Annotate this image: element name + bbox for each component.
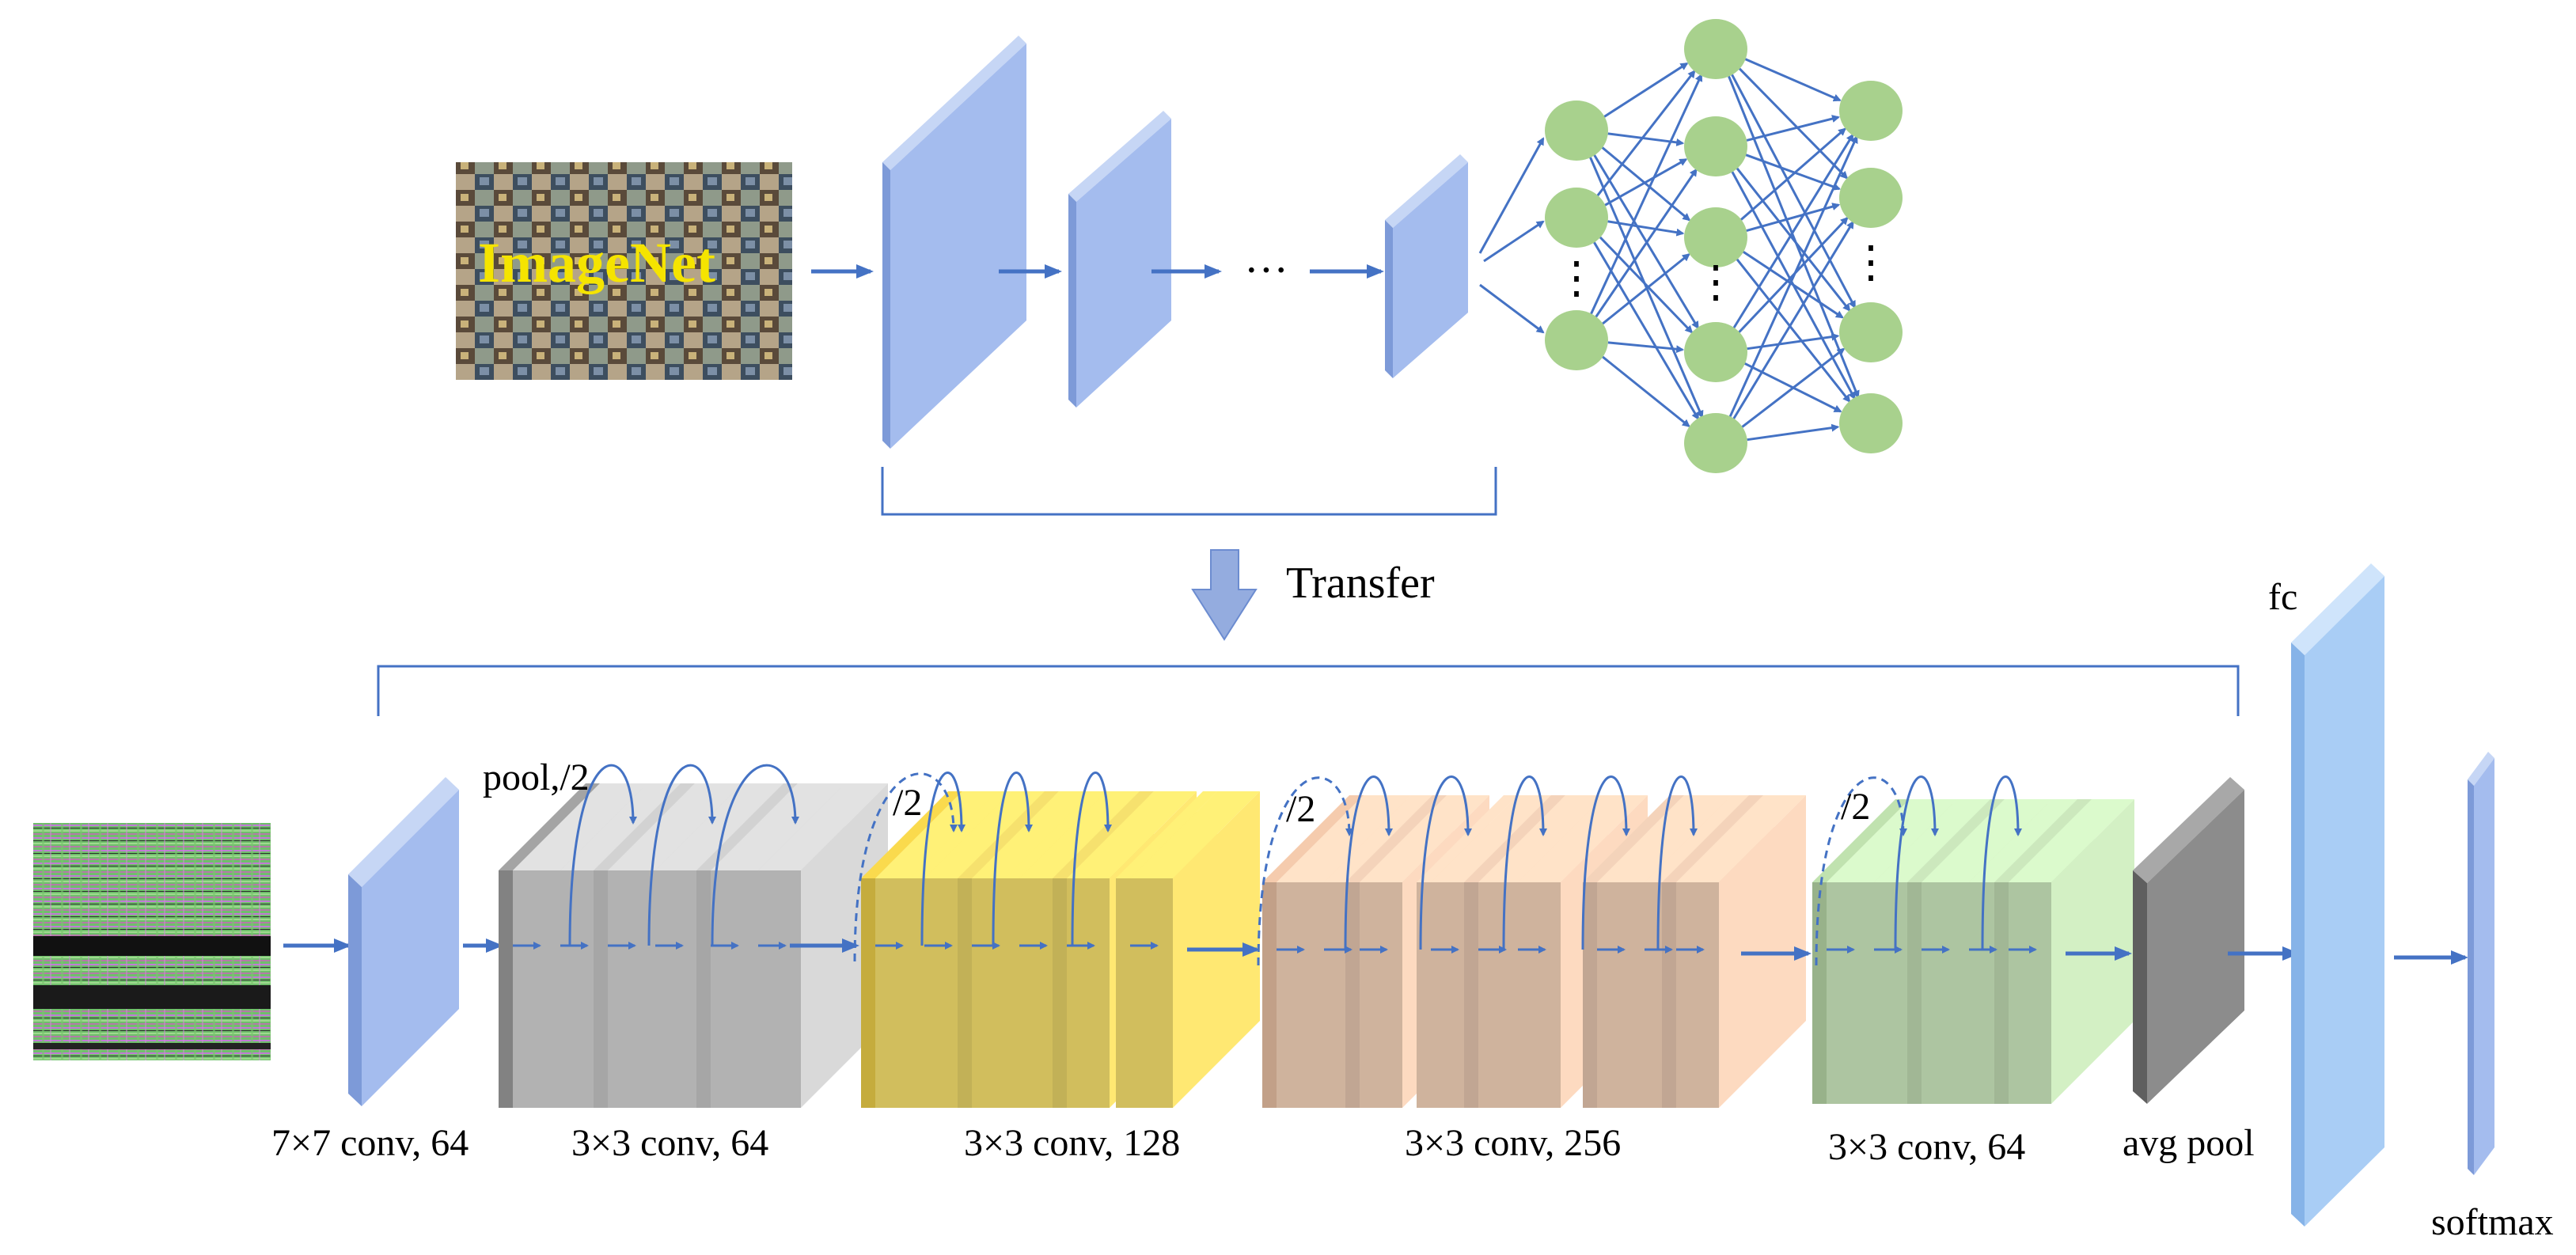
net-edge-1-1-1 [1745, 154, 1842, 191]
neuron-2-0 [1839, 81, 1903, 141]
residual-blocks [499, 764, 2134, 1108]
block2-skip-0 [920, 772, 966, 946]
net-edge-1-4-2 [1740, 347, 1846, 429]
fc-layer [2291, 563, 2384, 1227]
net-input-arrow-1 [1483, 220, 1545, 263]
block4-downsample-skip-0 [1815, 776, 1907, 966]
neuron-1-1 [1684, 116, 1747, 176]
block3-skip-0 [1344, 775, 1393, 950]
block2-label: 3×3 conv, 128 [964, 1122, 1180, 1164]
net-edge-0-2-2 [1601, 253, 1690, 325]
block2-face-5 [1130, 791, 1260, 1108]
net-edge-0-1-2 [1607, 220, 1685, 237]
neuron-1-4 [1684, 413, 1747, 473]
imagenet-image: ImageNet [456, 162, 792, 380]
net-edge-0-1-0 [1595, 70, 1696, 198]
neuron-0-1 [1545, 188, 1608, 248]
softmax-layer [2468, 752, 2494, 1175]
conv7x7-layer [348, 777, 459, 1106]
top-conv-layer-2 [1068, 111, 1171, 408]
block5-label: avg pool [2123, 1122, 2255, 1164]
block1-label: 3×3 conv, 64 [571, 1122, 768, 1164]
transfer-label: Transfer [1286, 559, 1435, 608]
layer2-dots: ⋮ [1694, 258, 1738, 307]
net-edge-1-0-1 [1737, 66, 1849, 180]
fully-connected-nodes [1545, 19, 1903, 473]
net-edge-0-0-3 [1592, 153, 1699, 330]
net-edge-1-0-3 [1726, 73, 1860, 399]
net-edge-1-2-2 [1742, 250, 1844, 319]
net-edge-1-0-0 [1744, 58, 1842, 102]
fc-label: fc [2268, 576, 2297, 618]
block3-downsample-skip-0 [1257, 776, 1353, 966]
block4-skip-0 [1894, 775, 1939, 950]
net-edge-1-4-0 [1728, 135, 1858, 419]
block2-downsample-skip-0 [853, 772, 958, 962]
block3-label: 3×3 conv, 256 [1405, 1122, 1621, 1164]
neuron-2-1 [1839, 168, 1903, 228]
block0-label: 7×7 conv, 64 [271, 1122, 469, 1164]
net-edge-0-1-3 [1598, 235, 1694, 334]
layer3-dots: ⋮ [1849, 238, 1893, 287]
imagenet-caption: ImageNet [478, 231, 715, 294]
net-edge-1-1-0 [1746, 115, 1841, 142]
block4-skip-1 [1981, 775, 2022, 950]
net-edge-1-2-3 [1735, 257, 1851, 403]
net-edge-1-0-2 [1729, 72, 1857, 309]
top-conv-layer-3 [1385, 154, 1468, 378]
block2-skip-2 [1071, 772, 1112, 946]
resnet-bracket [377, 665, 2240, 716]
net-edge-0-2-1 [1594, 168, 1698, 320]
neuron-0-0 [1545, 100, 1608, 161]
neuron-2-3 [1839, 393, 1903, 453]
net-edge-1-3-0 [1732, 133, 1854, 331]
block3-note: /2 [1286, 788, 1315, 830]
fully-connected-edges [1478, 58, 1860, 442]
softmax-label: softmax [2431, 1201, 2554, 1243]
transfer-bracket [881, 467, 1497, 516]
block4-note: /2 [1841, 786, 1870, 828]
neuron-1-0 [1684, 19, 1747, 79]
block3-skip-1 [1419, 775, 1472, 950]
net-edge-1-4-1 [1732, 220, 1854, 422]
block2-skip-1 [992, 772, 1033, 946]
net-edge-0-2-3 [1607, 341, 1685, 354]
top-conv-layer-1 [882, 36, 1026, 449]
avg-pool-layer [2133, 777, 2244, 1104]
neuron-1-2 [1684, 207, 1747, 267]
net-edge-0-1-1 [1603, 158, 1688, 207]
net-edge-1-4-3 [1747, 423, 1840, 442]
net-edge-0-2-4 [1601, 355, 1690, 427]
block3-skip-2 [1502, 775, 1547, 950]
block1-skip-0 [568, 764, 637, 946]
block3-skip-4 [1656, 775, 1698, 950]
net-edge-0-0-0 [1603, 62, 1689, 119]
net-input-arrow-0 [1478, 137, 1545, 254]
block4-label: 3×3 conv, 64 [1828, 1126, 2025, 1168]
layer-ellipsis: ··· [1244, 246, 1288, 295]
neuron-2-2 [1839, 302, 1903, 362]
net-edge-1-1-2 [1735, 166, 1851, 312]
net-edge-1-2-0 [1739, 127, 1846, 222]
input-signal-image [33, 823, 271, 1060]
net-input-arrow-2 [1479, 283, 1545, 334]
block3-skip-3 [1581, 775, 1630, 950]
block1-skip-2 [711, 764, 799, 946]
transfer-arrow [1191, 549, 1258, 641]
neuron-1-3 [1684, 322, 1747, 382]
block2-note: /2 [893, 782, 922, 824]
block1-skip-1 [647, 764, 716, 946]
neuron-0-2 [1545, 310, 1608, 370]
layer1-dots: ⋮ [1554, 254, 1599, 303]
net-edge-0-2-0 [1588, 73, 1703, 317]
block1-note: pool,/2 [483, 756, 590, 798]
